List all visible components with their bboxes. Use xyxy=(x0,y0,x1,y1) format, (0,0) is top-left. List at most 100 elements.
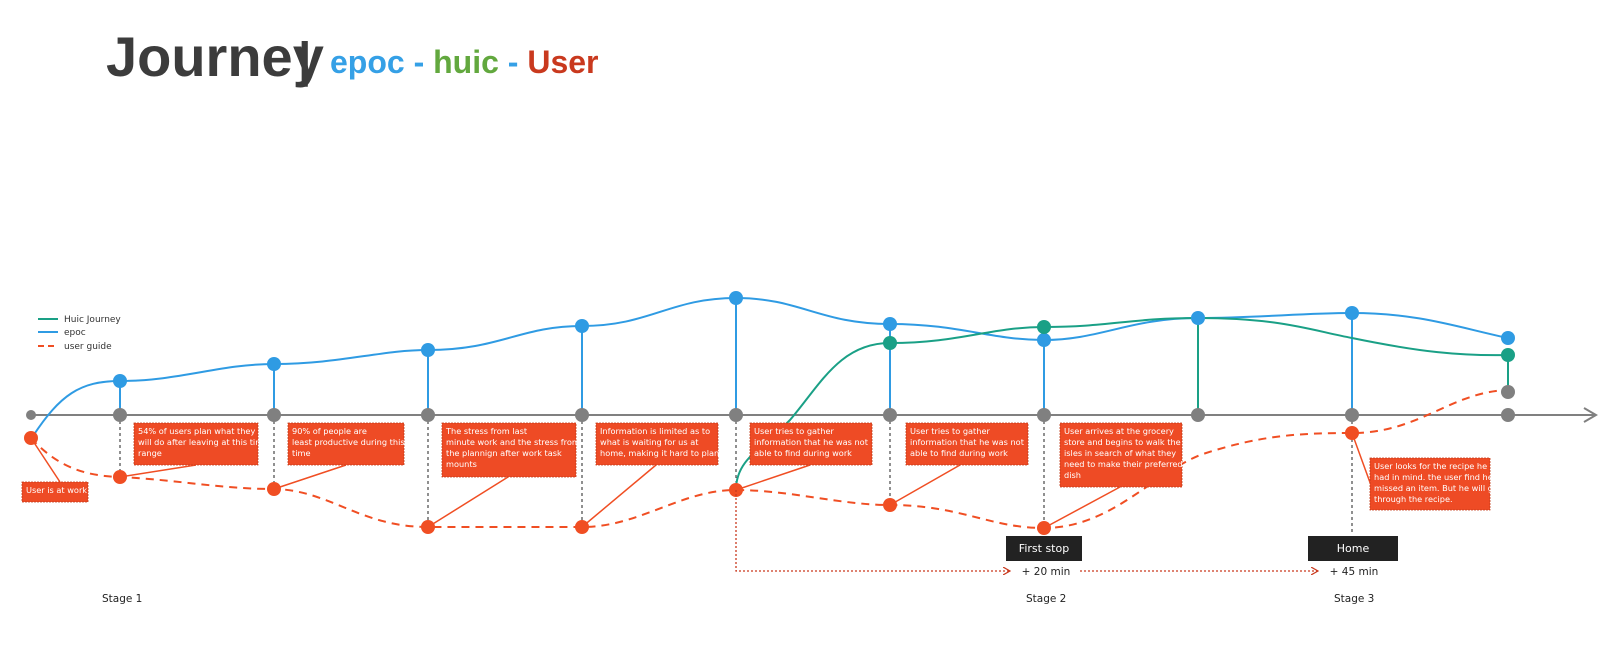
note-line: minute work and the stress from xyxy=(446,437,580,447)
huic-nodes xyxy=(883,320,1515,362)
epoc-node-6 xyxy=(883,317,897,331)
axis-node-6 xyxy=(883,408,897,422)
stop-label-home: Home xyxy=(1337,542,1370,555)
note-line: able to find during work xyxy=(754,448,852,458)
note-line: User tries to gather xyxy=(754,426,834,436)
note-box-bg xyxy=(133,422,259,466)
note-line: User arrives at the grocery xyxy=(1064,426,1174,436)
note-line: Information is limited as to xyxy=(600,426,710,436)
note-box-0: User is at work xyxy=(21,481,89,503)
note-box-bg xyxy=(595,422,719,466)
note-line: information that he was not xyxy=(754,437,869,447)
leader-8 xyxy=(1351,432,1373,489)
note-line: able to find during work xyxy=(910,448,1008,458)
note-line: 90% of people are xyxy=(292,426,367,436)
note-line: The stress from last xyxy=(445,426,528,436)
stage-label-2: Stage 2 xyxy=(1026,593,1066,605)
epoc-node-10 xyxy=(1501,331,1515,345)
title-dash-2: - xyxy=(499,44,527,80)
legend-label-epoc: epoc xyxy=(64,328,86,338)
axis-node-10-upper xyxy=(1501,385,1515,399)
note-leaders xyxy=(30,432,1373,529)
epoc-node-7 xyxy=(1037,333,1051,347)
stop-label-first: First stop xyxy=(1019,542,1069,555)
title-separator: | xyxy=(298,34,311,87)
huic-node-6 xyxy=(883,336,897,350)
note-line: least productive during this xyxy=(292,437,405,447)
epoc-nodes xyxy=(113,291,1515,388)
leader-1 xyxy=(119,464,197,478)
note-line: mounts xyxy=(446,459,477,469)
leader-2 xyxy=(273,464,347,490)
note-line: User is at work xyxy=(26,485,87,495)
note-boxes: User is at work 54% of users plan what th… xyxy=(21,422,1498,511)
title-main: Journey xyxy=(106,25,324,88)
upper-connectors xyxy=(119,298,1509,415)
note-line: what is waiting for us at xyxy=(600,437,699,447)
legend: Huic Journey epoc user guide xyxy=(38,315,121,352)
note-line: had in mind. the user find he xyxy=(1374,472,1493,482)
axis-node-1 xyxy=(113,408,127,422)
axis-node-7 xyxy=(1037,408,1051,422)
note-line: range xyxy=(138,448,162,458)
note-box-bg xyxy=(905,422,1029,466)
stop-box-first xyxy=(1006,536,1082,561)
axis-node-3 xyxy=(421,408,435,422)
page-title: Journey | epoc - huic - User xyxy=(106,25,599,88)
legend-label-user-guide: user guide xyxy=(64,342,112,352)
note-line: 54% of users plan what they xyxy=(138,426,255,436)
title-huic: huic xyxy=(433,44,499,80)
note-line: home, making it hard to plan xyxy=(600,448,719,458)
stop-first: First stop + 20 min xyxy=(1006,536,1082,578)
leader-4 xyxy=(581,464,657,528)
stop-time-home: + 45 min xyxy=(1330,566,1379,578)
note-line: need to make their preferred xyxy=(1064,459,1183,469)
title-user: User xyxy=(527,44,598,80)
note-line: through the recipe. xyxy=(1374,494,1453,504)
note-line: missed an item. But he will go xyxy=(1374,483,1498,493)
stop-box-home xyxy=(1308,536,1398,561)
note-line: User looks for the recipe he xyxy=(1374,461,1487,471)
note-box-bg xyxy=(1369,457,1491,511)
legend-label-huic: Huic Journey xyxy=(64,315,121,325)
axis-node-4 xyxy=(575,408,589,422)
epoc-node-1 xyxy=(113,374,127,388)
stage-label-3: Stage 3 xyxy=(1334,593,1374,605)
axis-node-2 xyxy=(267,408,281,422)
leader-6 xyxy=(889,464,961,506)
leader-3 xyxy=(427,476,509,528)
note-line: store and begins to walk the xyxy=(1064,437,1181,447)
stage-label-1: Stage 1 xyxy=(102,593,142,605)
note-box-bg xyxy=(1059,422,1183,488)
epoc-node-8 xyxy=(1191,311,1205,325)
note-line: time xyxy=(292,448,311,458)
title-epoc: epoc xyxy=(330,44,405,80)
note-box-bg xyxy=(441,422,577,478)
huic-node-10 xyxy=(1501,348,1515,362)
note-box-bg xyxy=(287,422,405,466)
leader-7 xyxy=(1043,486,1121,529)
note-line: User tries to gather xyxy=(910,426,990,436)
note-line: will do after leaving at this time xyxy=(138,437,268,447)
note-box-bg xyxy=(21,481,89,503)
epoc-node-9 xyxy=(1345,306,1359,320)
user-guide-line xyxy=(30,389,1509,530)
axis-node-8 xyxy=(1191,408,1205,422)
note-line: information that he was not xyxy=(910,437,1025,447)
huic-line xyxy=(735,316,1509,491)
epoc-node-5 xyxy=(729,291,743,305)
note-line: dish xyxy=(1064,470,1081,480)
axis-nodes xyxy=(26,385,1515,422)
title-dash-1: - xyxy=(405,44,433,80)
axis-node-10 xyxy=(1501,408,1515,422)
note-line: the plannign after work task xyxy=(446,448,562,458)
